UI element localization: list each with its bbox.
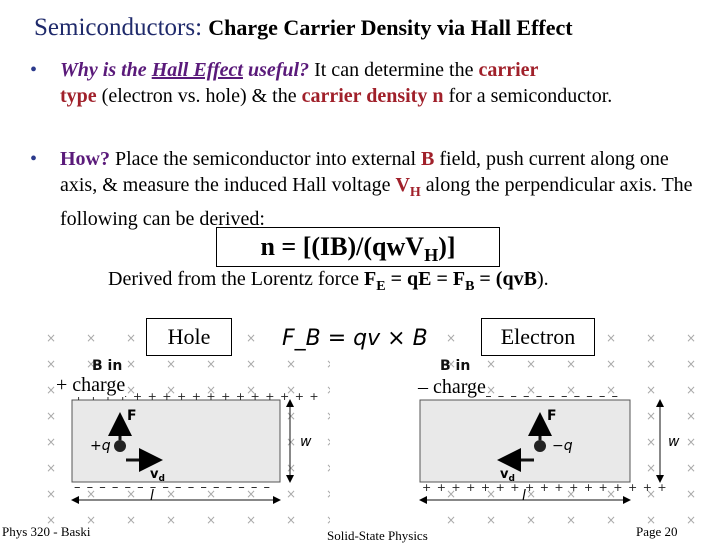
svg-text:– – – – – – – – – – – – – – –: – – – – – – – – – – – – – – – – <box>74 480 271 495</box>
svg-text:+ + + + + + + + + + + + + + +: + + + + + + + + + + + + + + + + + <box>74 390 320 403</box>
bullet-dot: • <box>30 59 38 81</box>
electron-label: Electron <box>481 318 595 356</box>
title-sub: Charge Carrier Density via Hall Effect <box>208 15 573 40</box>
hall-formula: n = [(IB)/(qwVH)] <box>216 227 500 267</box>
lorentz-equation-graphic: F_B = qv × B <box>270 310 428 354</box>
footer-page: Page 20 <box>636 524 678 539</box>
w-label-left: w <box>300 434 312 450</box>
vd-label-right: vd <box>500 467 515 484</box>
force-label-right: F <box>547 408 557 424</box>
hole-sample: + + + + + + + + + + + + + + + + + – – – … <box>71 358 320 504</box>
negative-charge <box>534 440 546 452</box>
why-question: Why is the Hall Effect useful? <box>60 59 310 81</box>
w-label-right: w <box>668 434 680 450</box>
title-main: Semiconductors: <box>34 14 203 41</box>
q-minus-label: −q <box>552 438 573 454</box>
plus-charge-label: + charge <box>56 374 126 397</box>
hall-diagram: × + + + + + + + + + + + + + + + + + – – … <box>40 310 710 528</box>
force-label-left: F <box>127 408 137 424</box>
minus-charge-label: – charge <box>418 376 486 399</box>
l-label-right: l <box>522 488 526 504</box>
how-question: How? <box>60 148 110 170</box>
vd-label-left: vd <box>150 467 165 484</box>
electron-sample: – – – – – – – – – – – – – – – – + + + + … <box>419 358 680 504</box>
footer-course: Phys 320 - Baski <box>2 524 91 539</box>
svg-text:F_B = qv × B: F_B = qv × B <box>282 326 428 351</box>
lorentz-line: Derived from the Lorentz force FE = qE =… <box>108 268 549 294</box>
positive-charge <box>114 440 126 452</box>
svg-text:+ + + + + + + + + + + + + + +: + + + + + + + + + + + + + + + + + <box>422 481 668 494</box>
footer-subject: Solid-State Physics <box>327 528 428 543</box>
b-in-label-left: B in <box>92 358 122 374</box>
hole-label: Hole <box>146 318 232 356</box>
l-label-left: l <box>150 488 154 504</box>
q-plus-label: +q <box>90 438 111 454</box>
b-in-label-right: B in <box>440 358 470 374</box>
bullet-dot: • <box>30 148 38 170</box>
slide-title: Semiconductors: Charge Carrier Density v… <box>34 14 714 42</box>
